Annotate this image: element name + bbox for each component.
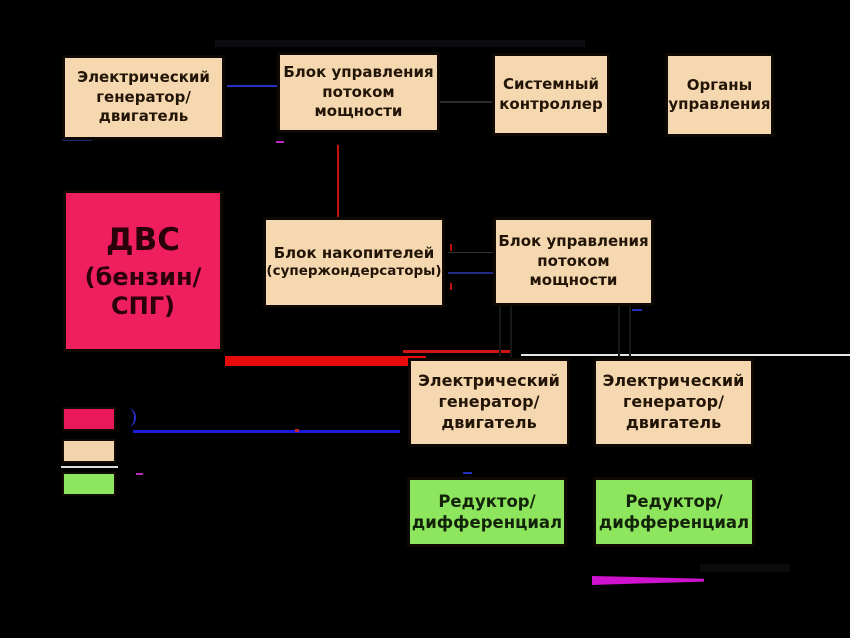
legend-blue-line <box>133 430 400 433</box>
white-bus-line <box>521 354 850 356</box>
box-label-line: Блок управления <box>498 232 649 251</box>
red-artifact-dash <box>450 283 452 290</box>
box-label-line: дифференциал <box>598 513 750 532</box>
block-reducer-differential-right: Редуктор/ дифференциал <box>593 477 755 547</box>
block-controls: Органы управления <box>665 53 774 137</box>
red-artifact-dash <box>450 244 452 251</box>
box-label-line: генератор/ <box>96 87 191 106</box>
hidden-label-smudge <box>700 564 790 572</box>
connector-blue-generator-to-powerblock <box>227 85 277 87</box>
box-label-line: Электрический <box>418 371 560 391</box>
legend-divider-line <box>61 466 118 468</box>
box-label-line: СПГ) <box>111 291 175 320</box>
box-label-line: мощности <box>529 271 618 290</box>
box-label-line: Блок управления <box>283 63 434 82</box>
box-label-line: контроллер <box>499 94 603 113</box>
connector-stub <box>510 306 512 357</box>
red-bus-bar <box>225 356 426 366</box>
box-label-line: Органы <box>686 75 753 94</box>
box-label-line: Блок накопителей <box>273 243 435 262</box>
magenta-artifact-dash <box>276 141 284 143</box>
blue-artifact-dash <box>463 472 472 474</box>
box-label-line: Редуктор/ <box>438 491 536 511</box>
block-reducer-differential-left: Редуктор/ дифференциал <box>407 477 567 547</box>
box-label-line: Системный <box>503 75 599 93</box>
legend-red-tick <box>295 429 299 432</box>
box-label-line: Редуктор/ <box>625 491 723 511</box>
box-label-line: генератор/ <box>623 392 724 412</box>
box-label-line: ДВС <box>106 221 180 258</box>
block-system-controller: Системный контроллер <box>492 53 610 136</box>
block-electric-generator-motor-top: Электрический генератор/ двигатель <box>62 55 225 140</box>
hidden-title-smudge <box>215 40 585 47</box>
box-label-line: Электрический <box>77 68 210 87</box>
legend-blue-paren-artifact <box>125 408 136 427</box>
box-label-line: (бензин/ <box>84 262 202 291</box>
block-power-flow-control-top: Блок управления потоком мощности <box>277 52 440 133</box>
navy-artifact-dash <box>62 139 92 141</box>
red-bus-line <box>403 350 511 353</box>
block-electric-generator-motor-right: Электрический генератор/ двигатель <box>593 358 754 447</box>
connector-powerblock-to-controller <box>440 101 492 103</box>
connector-storage-to-powerblock-gray <box>448 252 493 253</box>
box-label-line: двигатель <box>98 107 189 126</box>
block-storage-supercapacitors: Блок накопителей (супержондерсаторы) <box>263 217 445 308</box>
box-label-line: потоком <box>537 251 610 270</box>
box-label-line: (супержондерсаторы) <box>266 263 442 280</box>
connector-red-powerblock-to-storage <box>337 145 339 217</box>
connector-storage-to-powerblock-blue <box>448 272 493 274</box>
connector-stub <box>618 306 620 357</box>
connector-stub <box>499 306 501 357</box>
block-electric-generator-motor-left: Электрический генератор/ двигатель <box>408 358 570 447</box>
box-label-line: Электрический <box>602 371 745 391</box>
block-power-flow-control-mid: Блок управления потоком мощности <box>493 217 654 306</box>
box-label-line: дифференциал <box>411 513 563 532</box>
legend-swatch-electrical <box>62 439 116 463</box>
box-label-line: двигатель <box>625 412 722 432</box>
box-label-line: мощности <box>314 102 403 121</box>
box-label-line: двигатель <box>441 412 537 432</box>
blue-artifact-dash <box>632 309 642 311</box>
legend-swatch-mechanical <box>62 472 116 496</box>
box-label-line: управления <box>668 95 771 113</box>
block-ice-engine: ДВС (бензин/ СПГ) <box>63 190 223 352</box>
box-label-line: потоком <box>322 82 395 101</box>
connector-stub <box>629 306 631 357</box>
magenta-underline-bar <box>592 576 704 585</box>
legend-swatch-ice <box>62 407 116 431</box>
legend-magenta-dash <box>136 473 143 475</box>
box-label-line: генератор/ <box>438 392 540 412</box>
